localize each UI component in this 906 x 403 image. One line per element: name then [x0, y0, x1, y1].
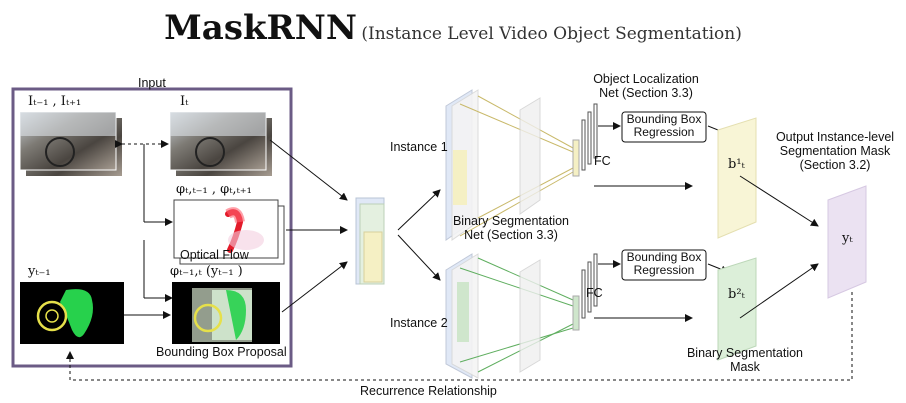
- bbox-regression-2-box: [621, 249, 707, 281]
- instance2-network: [445, 253, 598, 379]
- title-subtitle: (Instance Level Video Object Segmentatio…: [361, 24, 742, 44]
- optical-flow-label: Optical Flow: [180, 248, 249, 262]
- b1-label: b¹ₜ: [728, 157, 745, 172]
- output-label: Output Instance-level Segmentation Mask …: [770, 130, 900, 172]
- warp-symbol-label: φₜ₋₁,ₜ (yₜ₋₁ ): [170, 264, 243, 279]
- recurrence-label: Recurrence Relationship: [360, 384, 497, 398]
- binary-seg-net-line1: Binary Segmentation: [452, 214, 570, 228]
- title-main: MaskRNN: [164, 8, 357, 48]
- input-stack: [355, 197, 385, 285]
- instance1-label: Instance 1: [390, 140, 448, 154]
- mask-b2-plane: [717, 257, 757, 361]
- input-label: Input: [138, 76, 166, 90]
- instance2-label: Instance 2: [390, 316, 448, 330]
- binary-seg-net-line2: Net (Section 3.3): [464, 228, 558, 242]
- output-plane: [827, 185, 867, 299]
- flow-symbol-label: φₜ,ₜ₋₁ , φₜ,ₜ₊₁: [176, 182, 252, 197]
- bbox-reg2-line2: Regression: [633, 263, 695, 277]
- input-panel-border: [11, 87, 293, 368]
- fc1-label: FC: [594, 154, 611, 168]
- bbox-proposal-label: Bounding Box Proposal: [156, 345, 287, 359]
- fc2-label: FC: [586, 286, 603, 300]
- b2-label: b²ₜ: [728, 287, 745, 302]
- bbox-reg1-line2: Regression: [633, 125, 695, 139]
- bbox-regression-1-box: [621, 111, 707, 143]
- bbox-reg2-line1: Bounding Box: [626, 250, 702, 264]
- optical-flow-image: [173, 199, 285, 265]
- frames-prev-next-label: Iₜ₋₁ , Iₜ₊₁: [28, 94, 82, 109]
- output-line2: Segmentation Mask: [779, 144, 891, 158]
- instance1-network: [445, 89, 598, 241]
- obj-loc-line1: Object Localization: [593, 72, 699, 86]
- binary-mask-label: Binary Segmentation Mask: [680, 346, 810, 374]
- obj-loc-line2: Net (Section 3.3): [599, 86, 693, 100]
- title: MaskRNN (Instance Level Video Object Seg…: [0, 8, 906, 48]
- binary-seg-net-label: Binary Segmentation Net (Section 3.3): [446, 214, 576, 242]
- obj-loc-net-label: Object Localization Net (Section 3.3): [586, 72, 706, 100]
- bbox-reg1-line1: Bounding Box: [626, 112, 702, 126]
- recurrence-loop: [66, 292, 853, 381]
- prev-mask-label: yₜ₋₁: [28, 264, 51, 279]
- frames-prev-next-image: [19, 111, 122, 176]
- output-line1: Output Instance-level: [775, 130, 895, 144]
- frame-current-label: Iₜ: [180, 94, 189, 109]
- prev-mask-image: [20, 282, 124, 344]
- bbox-proposal-image: [172, 282, 280, 344]
- output-symbol: yₜ: [842, 231, 853, 246]
- binary-mask-line1: Binary Segmentation: [686, 346, 804, 360]
- output-line3: (Section 3.2): [799, 158, 871, 172]
- bbox-regression-2-label: Bounding Box Regression: [622, 251, 706, 277]
- binary-mask-line2: Mask: [730, 360, 760, 374]
- bbox-regression-1-label: Bounding Box Regression: [622, 113, 706, 139]
- frame-current-image: [169, 111, 272, 176]
- mask-b1-plane: [717, 117, 757, 239]
